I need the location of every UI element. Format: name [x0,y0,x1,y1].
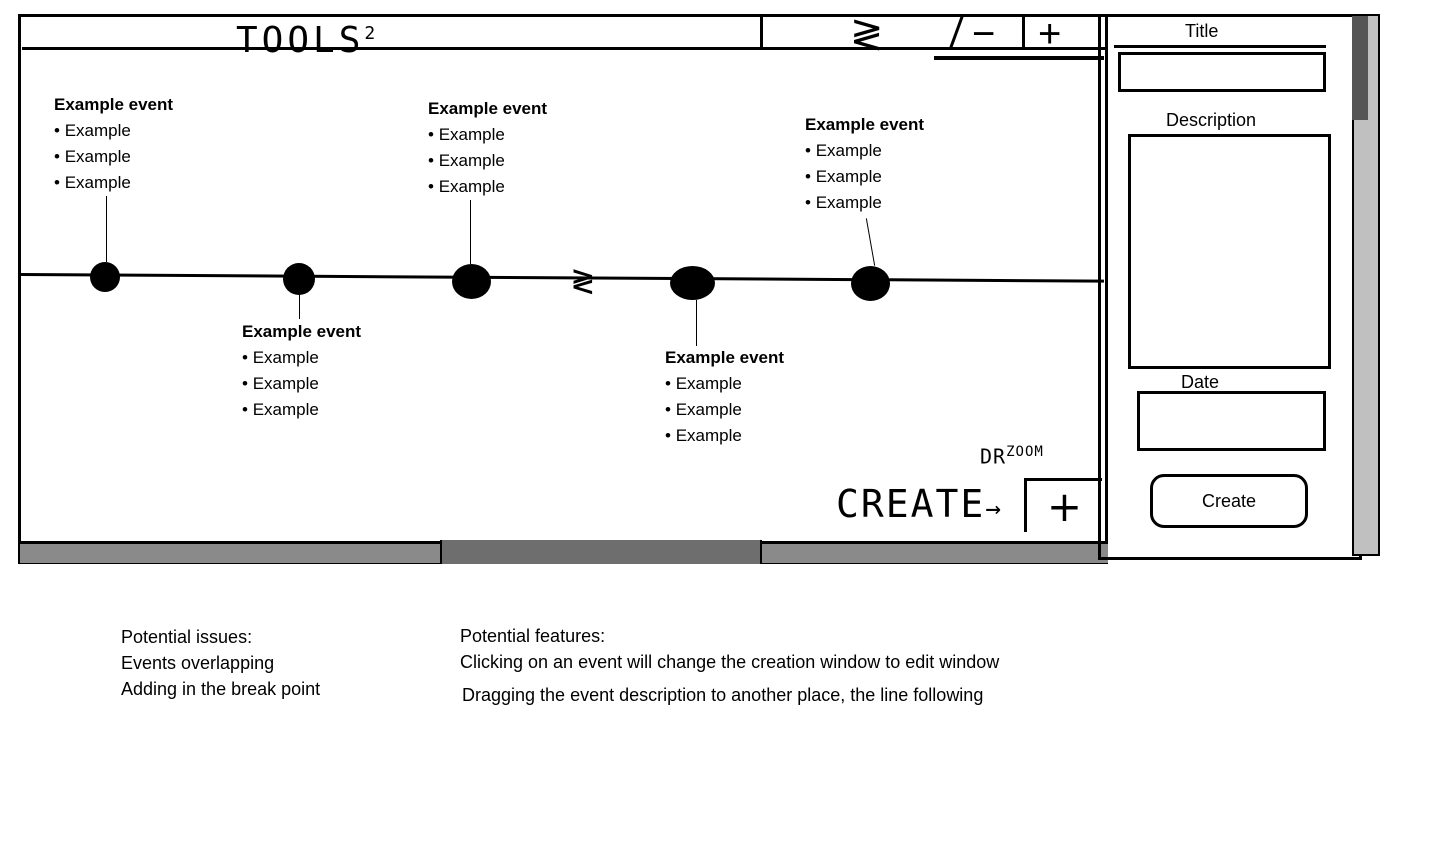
event-connector [470,200,471,264]
create-button[interactable]: Create [1150,474,1308,528]
timeline-event[interactable]: Example event Example Example Example [428,96,547,200]
event-items: Example Example Example [428,122,547,200]
timeline-event[interactable]: Example event Example Example Example [242,319,361,423]
create-hint: CREATE→ [836,482,1003,531]
event-connector [299,295,300,319]
event-item: Example [805,190,924,216]
event-item: Example [665,423,784,449]
timeline-event[interactable]: Example event Example Example Example [665,345,784,449]
event-item: Example [428,148,547,174]
date-label: Date [1181,372,1220,392]
event-item: Example [428,174,547,200]
issues-heading: Potential issues: [121,627,253,647]
description-label: Description [1166,110,1257,130]
event-marker[interactable] [670,266,715,300]
event-title: Example event [54,95,174,114]
drag-zoom-text: DR [980,444,1007,469]
event-connector [696,300,697,346]
event-title: Example event [665,348,785,367]
issue-item: Adding in the break point [121,679,321,699]
event-item: Example [805,164,924,190]
event-items: Example Example Example [665,371,784,449]
event-item: Example [242,397,361,423]
break-tool-button[interactable]: ≷ [850,12,884,56]
arrow-right-icon: → [985,494,1003,524]
event-item: Example [242,371,361,397]
feature-item: Clicking on an event will change the cre… [460,652,1000,672]
event-marker[interactable] [851,266,890,301]
title-label: Title [1185,21,1219,41]
date-input[interactable] [1137,391,1326,451]
drag-zoom-hint: DRZOOM [980,440,1044,469]
event-title: Example event [242,322,362,341]
timeline-event[interactable]: Example event Example Example Example [54,92,173,196]
zoom-in-button[interactable]: + [1038,12,1062,56]
event-item: Example [805,138,924,164]
event-item: Example [665,371,784,397]
zoom-out-button[interactable]: − [972,12,996,56]
event-connector [106,196,107,262]
title-input[interactable] [1118,52,1326,92]
features-notes: Potential features: Clicking on an event… [460,623,999,675]
event-title: Example event [428,99,548,118]
description-textarea[interactable] [1128,134,1331,369]
event-item: Example [665,397,784,423]
event-item: Example [428,122,547,148]
title-underline [1114,45,1326,48]
create-hint-text: CREATE [836,482,986,526]
timeline-event[interactable]: Example event Example Example Example [805,112,924,216]
event-items: Example Example Example [54,118,173,196]
event-items: Example Example Example [242,345,361,423]
event-marker[interactable] [90,262,120,292]
feature-item: Dragging the event description to anothe… [462,685,984,705]
event-item: Example [54,144,173,170]
issue-item: Events overlapping [121,653,275,673]
toolbar-title-superscript: 2 [364,23,380,44]
event-title: Example event [805,115,925,134]
issues-notes: Potential issues: Events overlapping Add… [121,624,320,702]
toolbar-separator [760,14,763,50]
add-event-button[interactable]: + [1024,478,1102,532]
event-marker[interactable] [283,263,315,295]
toolbar-title: TOOLS2 [236,12,379,63]
event-item: Example [54,170,173,196]
scrollbar-thumb[interactable] [440,540,762,564]
toolbar-underline [934,56,1104,60]
toolbar-title-text: TOOLS [236,20,365,61]
vertical-scrollbar-thumb[interactable] [1352,16,1368,120]
event-items: Example Example Example [805,138,924,216]
features-heading: Potential features: [460,626,606,646]
drag-zoom-superscript: ZOOM [1006,444,1044,460]
event-item: Example [54,118,173,144]
toolbar-divider [22,47,1106,50]
toolbar-separator [1022,14,1025,50]
event-marker[interactable] [452,264,491,299]
event-item: Example [242,345,361,371]
break-marker[interactable]: ≷ [572,259,594,300]
